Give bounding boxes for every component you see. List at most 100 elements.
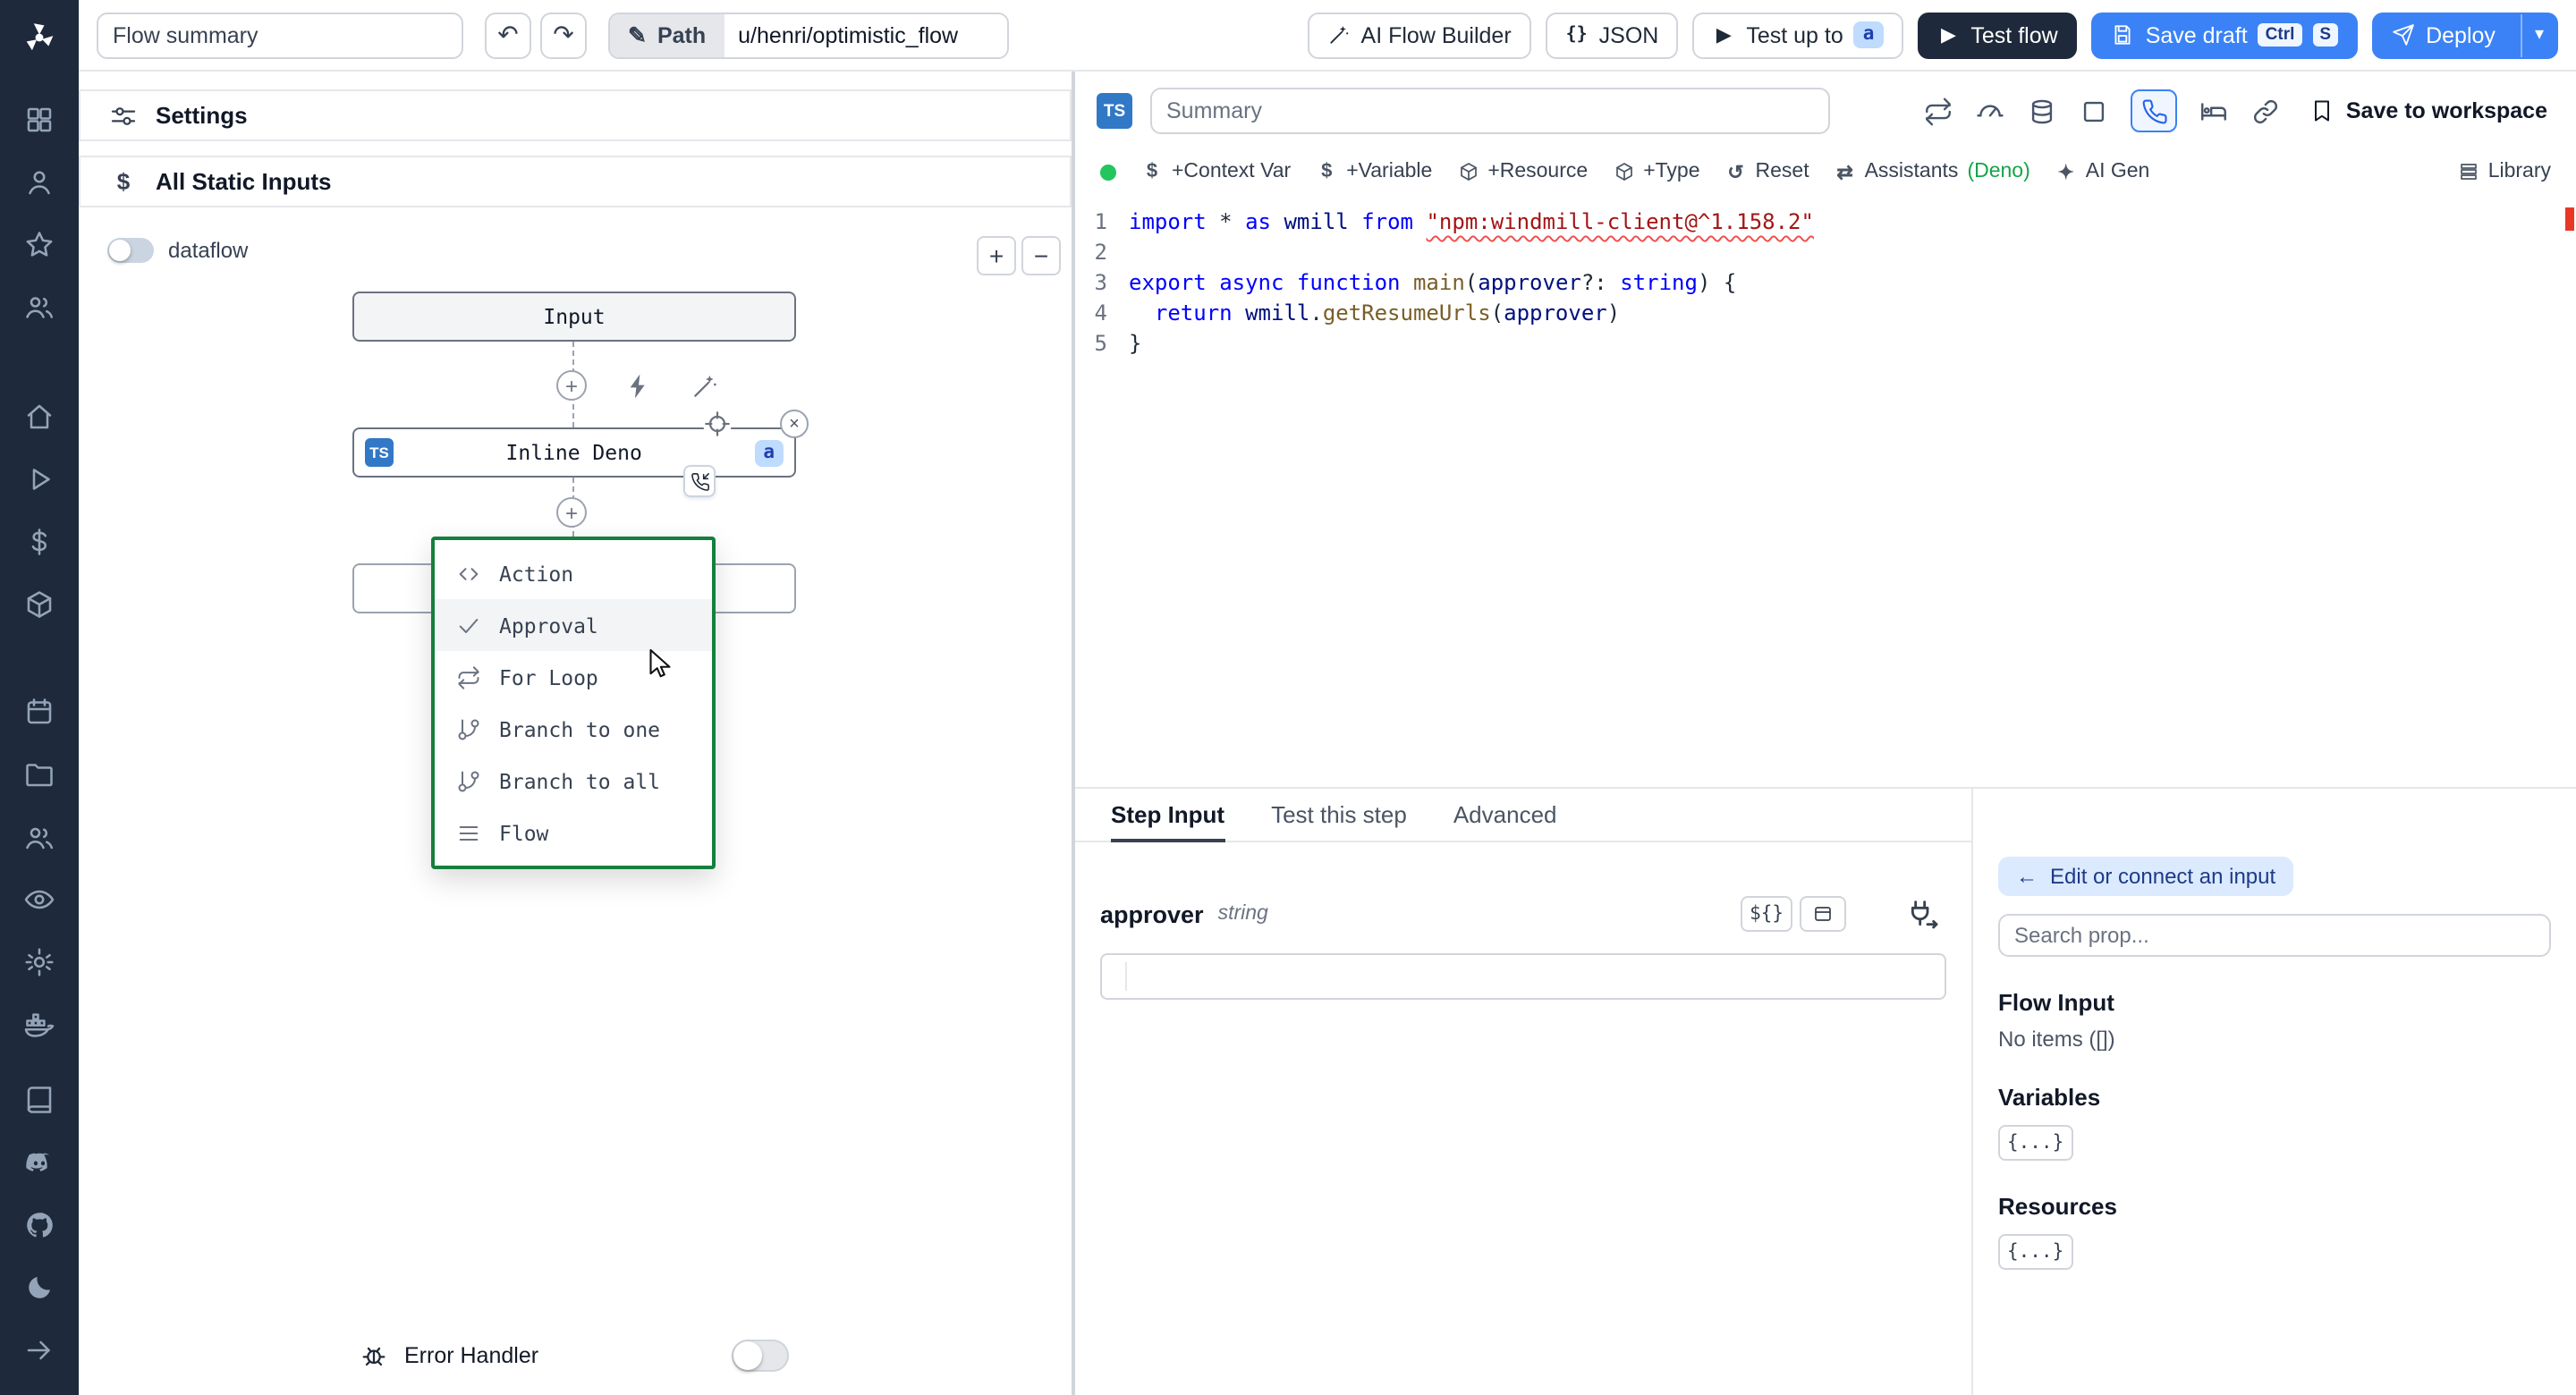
- menu-item-flow[interactable]: Flow: [435, 807, 712, 858]
- library-button[interactable]: Library: [2458, 161, 2551, 182]
- menu-item-action[interactable]: Action: [435, 547, 712, 599]
- menu-item-branch-to-one[interactable]: Branch to one: [435, 703, 712, 755]
- user-icon[interactable]: [23, 166, 55, 199]
- menu-item-branch-to-all[interactable]: Branch to all: [435, 755, 712, 807]
- edit-connect-button[interactable]: ← Edit or connect an input: [1998, 857, 2294, 896]
- star-icon[interactable]: [23, 229, 55, 261]
- tab-advanced[interactable]: Advanced: [1453, 800, 1557, 827]
- docs-book-icon[interactable]: [23, 1084, 55, 1116]
- kbd-s: S: [2312, 23, 2339, 46]
- variables-dollar-icon[interactable]: [23, 526, 55, 558]
- delete-node-button[interactable]: ×: [780, 410, 809, 438]
- undo-button[interactable]: ↶: [485, 12, 531, 58]
- groups-icon[interactable]: [23, 821, 55, 853]
- expression-button[interactable]: ${}: [1741, 896, 1792, 932]
- move-node-icon[interactable]: [703, 410, 732, 438]
- variables-heading: Variables: [1998, 1084, 2101, 1111]
- variables-expand-button[interactable]: {...}: [1998, 1125, 2073, 1161]
- add-resource-button[interactable]: +Resource: [1457, 161, 1588, 182]
- settings-gear-icon[interactable]: [23, 946, 55, 978]
- concurrency-gauge-icon[interactable]: [1976, 96, 2006, 126]
- github-icon[interactable]: [23, 1209, 55, 1241]
- windmill-logo[interactable]: [20, 18, 59, 57]
- search-prop-input[interactable]: [1998, 914, 2551, 957]
- code-line: 5}: [1094, 331, 1142, 356]
- path-button[interactable]: ✎ Path: [610, 13, 724, 56]
- static-inputs-label: All Static Inputs: [156, 168, 332, 195]
- menu-item-approval[interactable]: Approval: [435, 599, 712, 651]
- test-flow-button[interactable]: ▶ Test flow: [1917, 12, 2078, 58]
- retries-icon[interactable]: [1924, 96, 1954, 126]
- editor-toolbar: $ +Context Var $+Variable +Resource +Type…: [1075, 150, 2576, 193]
- dollar-icon: $: [1146, 161, 1158, 182]
- library-label: Library: [2487, 161, 2551, 182]
- sleep-bed-icon[interactable]: [2199, 96, 2230, 126]
- save-draft-button[interactable]: Save draft Ctrl S: [2091, 12, 2359, 58]
- dataflow-toggle[interactable]: [107, 238, 154, 263]
- tab-test-this-step[interactable]: Test this step: [1271, 800, 1407, 827]
- step-input-section: Step Input Test this step Advanced appro…: [1075, 789, 1973, 1395]
- left-sidebar: [0, 0, 79, 1395]
- runs-play-icon[interactable]: [23, 463, 55, 495]
- flow-settings-button[interactable]: Settings: [79, 89, 1072, 141]
- field-row: approver string ${}: [1100, 896, 1946, 932]
- add-variable-button[interactable]: $+Variable: [1316, 161, 1432, 182]
- trigger-bolt-icon[interactable]: [624, 372, 653, 401]
- add-type-button[interactable]: +Type: [1613, 161, 1700, 182]
- ai-flow-builder-button[interactable]: AI Flow Builder: [1307, 12, 1531, 58]
- resources-cube-icon[interactable]: [23, 588, 55, 621]
- workers-docker-icon[interactable]: [23, 1009, 55, 1041]
- apps-grid-icon[interactable]: [23, 104, 55, 136]
- zoom-out-button[interactable]: −: [1021, 236, 1061, 275]
- tab-step-input[interactable]: Step Input: [1111, 789, 1225, 842]
- connect-input-button[interactable]: [1903, 896, 1943, 932]
- editor-pane: TS Save to workspace: [1075, 79, 2576, 794]
- assistants-button[interactable]: ⇄Assistants(Deno): [1835, 161, 2029, 183]
- test-flow-label: Test flow: [1970, 22, 2058, 47]
- input-node[interactable]: Input: [352, 292, 796, 342]
- zoom-in-button[interactable]: +: [977, 236, 1016, 275]
- test-up-to-label: Test up to: [1746, 22, 1843, 47]
- redo-button[interactable]: ↷: [540, 12, 587, 58]
- reset-button[interactable]: ↺Reset: [1725, 161, 1809, 183]
- resources-expand-button[interactable]: {...}: [1998, 1234, 2073, 1270]
- early-stop-icon[interactable]: [2080, 96, 2110, 126]
- audit-eye-icon[interactable]: [23, 884, 55, 916]
- editor-toggle-button[interactable]: [1800, 896, 1846, 932]
- ai-wand-icon[interactable]: [691, 372, 719, 401]
- suspend-approval-badge: [683, 465, 716, 497]
- resources-heading: Resources: [1998, 1193, 2117, 1220]
- mock-link-icon[interactable]: [2251, 96, 2282, 126]
- context-var-label: +Context Var: [1172, 161, 1292, 182]
- discord-icon[interactable]: [23, 1146, 55, 1179]
- test-up-to-button[interactable]: ▶ Test up to a: [1692, 12, 1903, 58]
- ai-gen-button[interactable]: ✦AI Gen: [2055, 161, 2150, 183]
- error-handler-toggle[interactable]: [732, 1340, 789, 1372]
- approver-value-input[interactable]: [1100, 953, 1946, 1000]
- deploy-button[interactable]: Deploy ▾: [2372, 12, 2558, 58]
- static-inputs-button[interactable]: $ All Static Inputs: [79, 156, 1072, 207]
- path-input[interactable]: [724, 13, 1007, 56]
- collapse-sidebar-icon[interactable]: [23, 1334, 55, 1366]
- dark-mode-moon-icon[interactable]: [23, 1272, 55, 1304]
- summary-input[interactable]: [1150, 88, 1830, 134]
- save-to-workspace-label: Save to workspace: [2345, 98, 2547, 123]
- redo-icon: ↷: [553, 20, 574, 48]
- add-context-var-button[interactable]: $ +Context Var: [1141, 161, 1291, 182]
- menu-item-for-loop[interactable]: For Loop: [435, 651, 712, 703]
- insert-step-button[interactable]: +: [556, 370, 587, 401]
- json-button[interactable]: {} JSON: [1545, 12, 1679, 58]
- save-to-workspace-button[interactable]: Save to workspace: [2310, 98, 2547, 123]
- deploy-main[interactable]: Deploy: [2374, 13, 2510, 56]
- suspend-approval-button[interactable]: [2131, 89, 2178, 132]
- users-icon[interactable]: [23, 292, 55, 324]
- cache-database-icon[interactable]: [2028, 96, 2058, 126]
- send-icon: [2392, 23, 2415, 46]
- folders-icon[interactable]: [23, 758, 55, 790]
- flow-summary-input[interactable]: [97, 12, 463, 58]
- insert-step-button[interactable]: +: [556, 497, 587, 528]
- deploy-dropdown-button[interactable]: ▾: [2520, 13, 2556, 56]
- home-icon[interactable]: [23, 401, 55, 433]
- schedules-calendar-icon[interactable]: [23, 696, 55, 728]
